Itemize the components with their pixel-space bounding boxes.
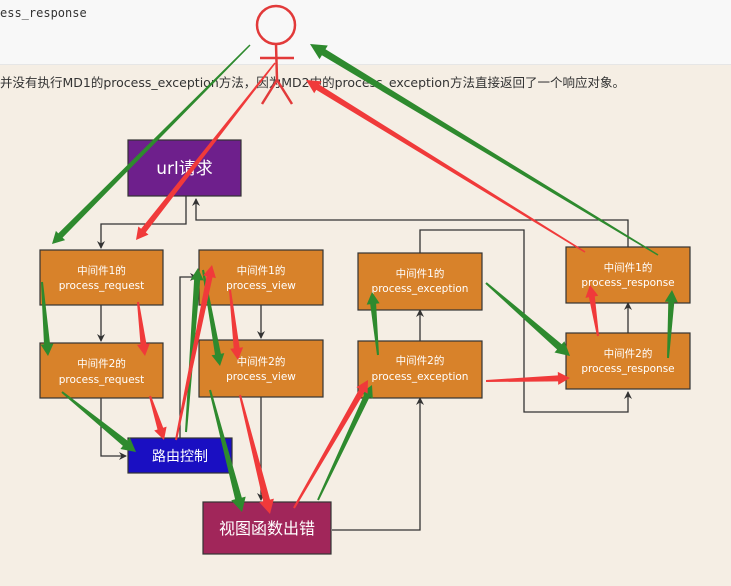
red-arrow-m2-view-to-view-error <box>239 394 274 514</box>
green-arrow-m2-resp-to-m1-resp <box>664 290 678 359</box>
svg-text:process_response: process_response <box>581 363 674 375</box>
svg-text:process_view: process_view <box>226 371 296 383</box>
code-output-area: ess_response <box>0 0 731 65</box>
svg-text:中间件2的: 中间件2的 <box>237 355 286 368</box>
svg-text:process_response: process_response <box>581 277 674 289</box>
red-arrow-m2-exc-to-m2-resp <box>486 371 570 385</box>
red-arrow-user-to-m1-request <box>136 62 276 240</box>
svg-text:中间件1的: 中间件1的 <box>237 264 286 277</box>
svg-text:process_request: process_request <box>59 280 145 292</box>
svg-text:process_exception: process_exception <box>372 283 469 295</box>
green-arrow-m1-to-m2-request <box>40 281 54 356</box>
red-arrow-view-error-to-m2-exc <box>293 380 368 509</box>
node-url-request-label: url请求 <box>156 159 213 179</box>
svg-text:中间件2的: 中间件2的 <box>396 354 445 367</box>
green-arrow-user-to-m1-request <box>52 44 251 244</box>
node-m1-process-view: 中间件1的 process_view <box>198 249 324 306</box>
red-arrow-m1-resp-to-user <box>306 80 586 253</box>
node-m1-process-request: 中间件1的 process_request <box>39 249 164 306</box>
green-arrow-routing-to-m1-view <box>185 268 204 433</box>
svg-text:中间件1的: 中间件1的 <box>396 267 445 280</box>
svg-text:中间件1的: 中间件1的 <box>604 261 653 274</box>
svg-text:中间件2的: 中间件2的 <box>604 347 653 360</box>
svg-text:中间件1的: 中间件1的 <box>77 264 126 277</box>
red-arrow-m1-view-to-m2-view <box>229 289 244 360</box>
flow-arrows <box>40 44 678 514</box>
red-arrow-m2-resp-to-m1-resp <box>585 285 599 337</box>
svg-text:中间件2的: 中间件2的 <box>77 357 126 370</box>
svg-text:process_exception: process_exception <box>372 371 469 383</box>
green-arrow-m2-view-to-view-error <box>209 389 246 512</box>
node-m1-process-exception: 中间件1的 process_exception <box>357 252 483 311</box>
red-arrow-routing-to-m1-view <box>175 265 216 441</box>
node-routing: 路由控制 <box>127 437 233 474</box>
red-arrow-m2-request-to-routing <box>149 395 167 440</box>
svg-text:process_request: process_request <box>59 374 145 386</box>
stick-figure-icon <box>255 4 297 105</box>
node-m1-process-response: 中间件1的 process_response <box>565 246 691 304</box>
svg-text:路由控制: 路由控制 <box>152 449 208 465</box>
svg-text:process_view: process_view <box>226 280 296 292</box>
green-arrow-m1-exc-to-m2-resp <box>485 282 570 356</box>
green-arrow-m1-resp-to-user <box>310 44 659 256</box>
green-arrow-m2-exc-to-m1-exc <box>366 292 380 356</box>
green-arrow-view-error-to-m2-exc <box>317 385 373 501</box>
node-m2-process-response: 中间件2的 process_response <box>565 332 691 390</box>
red-arrow-m1-to-m2-request <box>137 301 150 356</box>
green-arrow-m2-request-to-routing <box>61 391 136 452</box>
svg-text:视图函数出错: 视图函数出错 <box>219 519 315 538</box>
code-snippet: ess_response <box>0 6 87 20</box>
